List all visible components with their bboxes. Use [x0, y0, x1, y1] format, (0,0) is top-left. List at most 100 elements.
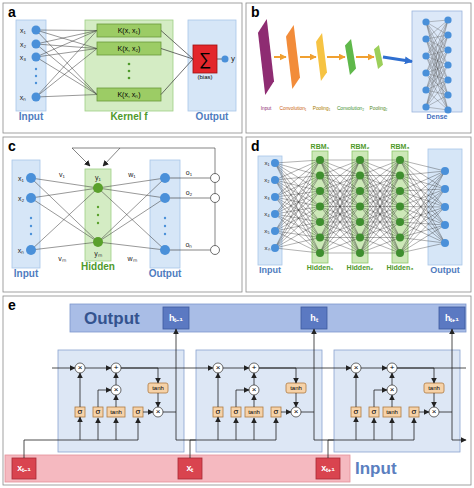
math-label: wₘ	[127, 255, 136, 262]
node-label: Hidden	[81, 262, 115, 272]
wire	[320, 160, 360, 253]
cnn-layer: Input	[258, 19, 274, 95]
wire	[426, 50, 448, 73]
wire	[320, 160, 360, 253]
neuron	[422, 18, 429, 25]
wire	[275, 238, 320, 249]
gate-box-shape	[424, 383, 444, 393]
wire	[400, 160, 445, 225]
wire	[36, 30, 97, 95]
gate-box-shape	[231, 407, 241, 417]
wire	[400, 171, 445, 238]
wire	[31, 188, 98, 198]
wire	[52, 368, 75, 369]
wire	[360, 176, 400, 254]
connector	[392, 373, 393, 385]
gate-box-shape	[351, 407, 361, 417]
gate-box: σ	[369, 407, 379, 417]
wire	[320, 160, 360, 191]
node-label: σ	[234, 408, 239, 416]
op-circle: ×	[429, 407, 439, 417]
wire	[275, 214, 320, 253]
node-label: σ	[96, 408, 101, 416]
wire	[426, 65, 448, 107]
op-circle-shape	[249, 385, 259, 395]
neuron	[271, 176, 279, 184]
gate-box: σ	[409, 407, 419, 417]
wire	[320, 160, 360, 222]
wire	[400, 222, 445, 243]
wire	[236, 418, 237, 440]
neuron	[356, 249, 364, 257]
wire	[72, 148, 90, 166]
wire	[320, 160, 360, 191]
state-box-shape	[163, 307, 189, 329]
panel-frame-shape	[3, 137, 242, 292]
output-band-shape	[70, 304, 466, 332]
connector	[143, 412, 153, 413]
neuron	[422, 35, 429, 42]
node-label: Input	[259, 266, 281, 275]
wire	[426, 80, 448, 107]
math-label: y₁	[95, 174, 101, 181]
neuron	[441, 239, 449, 247]
math-label: o₁	[186, 169, 192, 176]
wire	[400, 207, 445, 238]
op-circle: +	[249, 363, 259, 373]
wire	[275, 180, 320, 191]
gate-box-shape	[213, 407, 223, 417]
math-label: x₂	[264, 177, 269, 183]
connector	[218, 373, 219, 407]
gate-box-shape	[271, 407, 281, 417]
wire	[400, 176, 445, 226]
wire	[400, 160, 445, 243]
wire	[276, 418, 277, 440]
neuron	[160, 193, 170, 203]
cnn-layer: Convolution₁	[286, 25, 300, 89]
wire	[400, 238, 445, 244]
hidden-band: RBM₂Hidden₂	[352, 151, 368, 263]
wire	[400, 189, 445, 191]
wire	[320, 160, 360, 238]
math-label: xₙ	[18, 247, 25, 254]
gate-box: σ	[351, 407, 361, 417]
wire	[426, 50, 448, 107]
neuron	[271, 227, 279, 235]
neuron	[32, 40, 41, 49]
kernel-box: K(x, x₂)	[97, 42, 161, 55]
wire	[320, 160, 360, 161]
wire	[360, 160, 400, 253]
gate-box: tanh	[424, 383, 444, 393]
connector	[161, 31, 193, 60]
wire	[360, 160, 400, 207]
gate-box-shape	[383, 407, 401, 417]
wire	[328, 368, 351, 369]
wire	[374, 418, 375, 440]
wire	[31, 242, 98, 250]
math-label: vₘ	[58, 255, 66, 262]
wire	[356, 440, 414, 441]
wire	[275, 160, 320, 214]
input-band: Inputxₜ₋₁xₜxₜ₊₁	[5, 455, 350, 482]
neuron	[396, 249, 404, 257]
wire	[98, 188, 165, 250]
node-label: Output	[430, 266, 460, 275]
wire	[31, 178, 98, 242]
neuron	[444, 76, 451, 83]
gate-box: tanh	[286, 383, 306, 393]
node-label: hₜ	[310, 314, 318, 323]
wire	[36, 30, 97, 49]
gate-box-shape	[286, 383, 306, 393]
node-label: (bias)	[197, 74, 212, 80]
node-label: K(x, xₙ)	[117, 91, 140, 98]
wire	[31, 178, 98, 188]
wire	[98, 418, 99, 440]
wire	[98, 178, 165, 188]
node-label: σ	[354, 408, 359, 416]
node-label: ×	[294, 408, 299, 416]
op-circle: +	[111, 363, 121, 373]
panel-letter: a	[8, 5, 16, 19]
connector	[419, 412, 429, 413]
neuron	[93, 237, 103, 247]
